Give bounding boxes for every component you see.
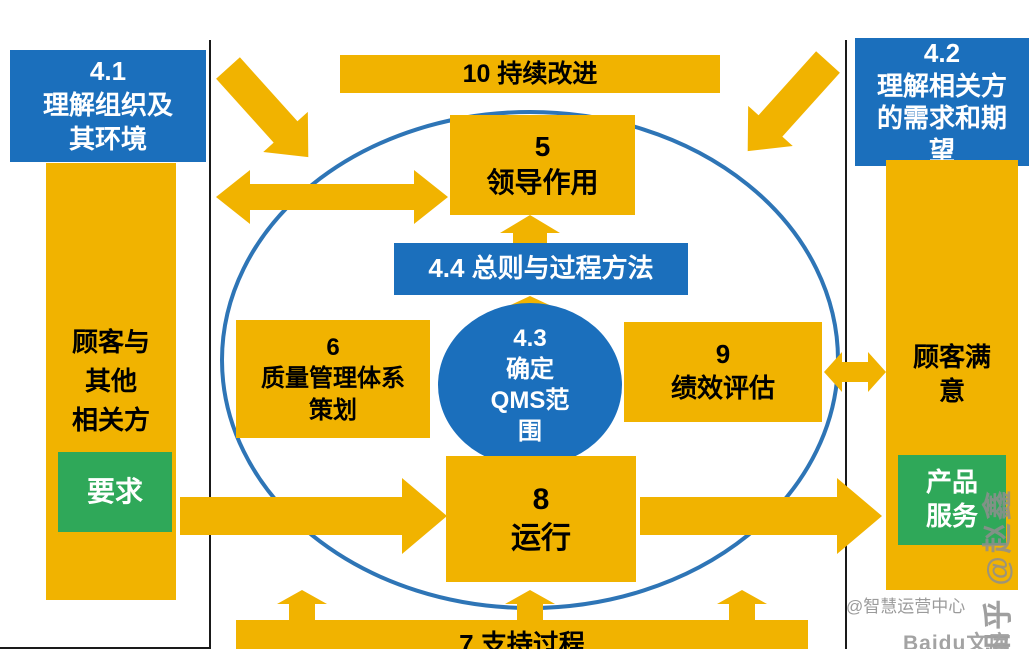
arrow-evaluation-satisfaction-double-icon (824, 352, 886, 392)
box-10-continual-improvement: 10 持续改进 (340, 55, 720, 93)
arrow-support-up-right-icon (717, 590, 767, 621)
box-8-operation: 8 运行 (446, 456, 636, 582)
arrow-support-up-left-icon (277, 590, 327, 621)
arrow-interested-parties-to-system-icon (747, 51, 840, 152)
arrow-requirements-to-operation-icon (180, 478, 447, 554)
box-products-services: 产品 服务 (898, 455, 1006, 545)
box-requirements: 要求 (58, 452, 172, 532)
column-customers-interested-parties: 顾客与 其他 相关方 (46, 163, 176, 600)
box-5-leadership: 5 领导作用 (450, 115, 635, 215)
watermark-operations-center: @智慧运营中心 (846, 597, 966, 616)
arrow-operation-to-products-icon (640, 478, 882, 554)
box-7-support-process: 7 支持过程 (236, 620, 808, 649)
box-4-4-process-approach: 4.4 总则与过程方法 (394, 243, 688, 295)
arrow-support-up-center-icon (505, 590, 555, 621)
box-4-1-context: 4.1 理解组织及 其环境 (10, 50, 206, 162)
ellipse-4-3-qms-scope: 4.3 确定 QMS范 围 (438, 303, 622, 467)
arrow-context-to-system-icon (216, 57, 309, 158)
arrow-approach-to-leadership-icon (500, 215, 560, 245)
box-4-2-interested-parties: 4.2 理解相关方 的需求和期 望 (855, 38, 1029, 166)
watermark-baidu-wenku-logo: Baidu文库 (903, 632, 1011, 649)
watermark-zhihu-author: 知乎 @赵鑫 (982, 487, 1015, 649)
box-9-performance-evaluation: 9 绩效评估 (624, 322, 822, 422)
box-6-qms-planning: 6 质量管理体系 策划 (236, 320, 430, 438)
arrow-customers-leadership-double-icon (216, 170, 448, 224)
